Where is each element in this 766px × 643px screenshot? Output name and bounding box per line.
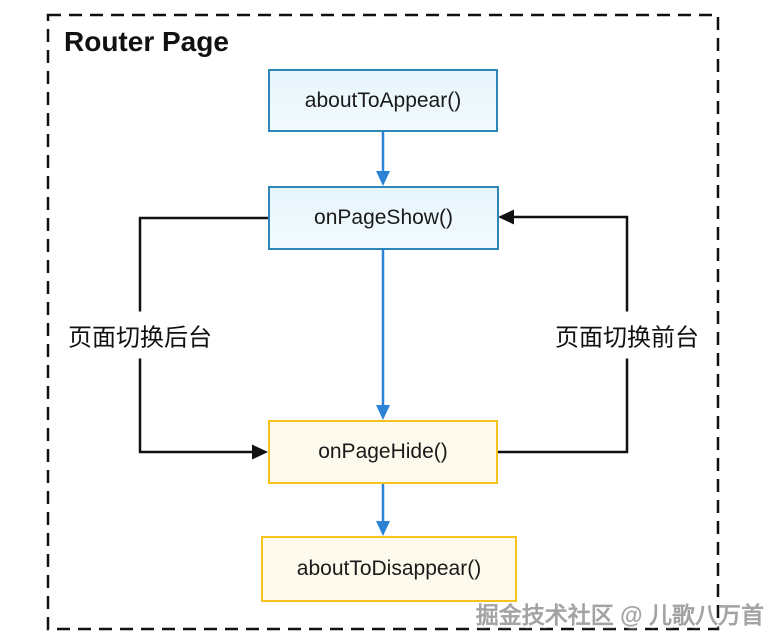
- node-aboutToDisappear: aboutToDisappear(): [261, 536, 517, 602]
- edge-label-switch-to-foreground: 页面切换前台: [552, 311, 702, 359]
- dashed-page-border: [46, 13, 720, 631]
- page-title: Router Page: [64, 26, 229, 57]
- edge-onPageShow-to-onPageHide: [376, 250, 390, 420]
- node-aboutToAppear: aboutToAppear(): [268, 69, 498, 132]
- edge-label-switch-to-background: 页面切换后台: [65, 311, 215, 359]
- watermark-text: 掘金技术社区 @ 儿歌八万首: [475, 602, 764, 628]
- node-onPageShow: onPageShow(): [268, 186, 499, 250]
- node-onPageHide: onPageHide(): [268, 420, 498, 484]
- edge-aboutToAppear-to-onPageShow: [376, 132, 390, 186]
- edge-onPageHide-to-aboutToDisappear: [376, 484, 390, 536]
